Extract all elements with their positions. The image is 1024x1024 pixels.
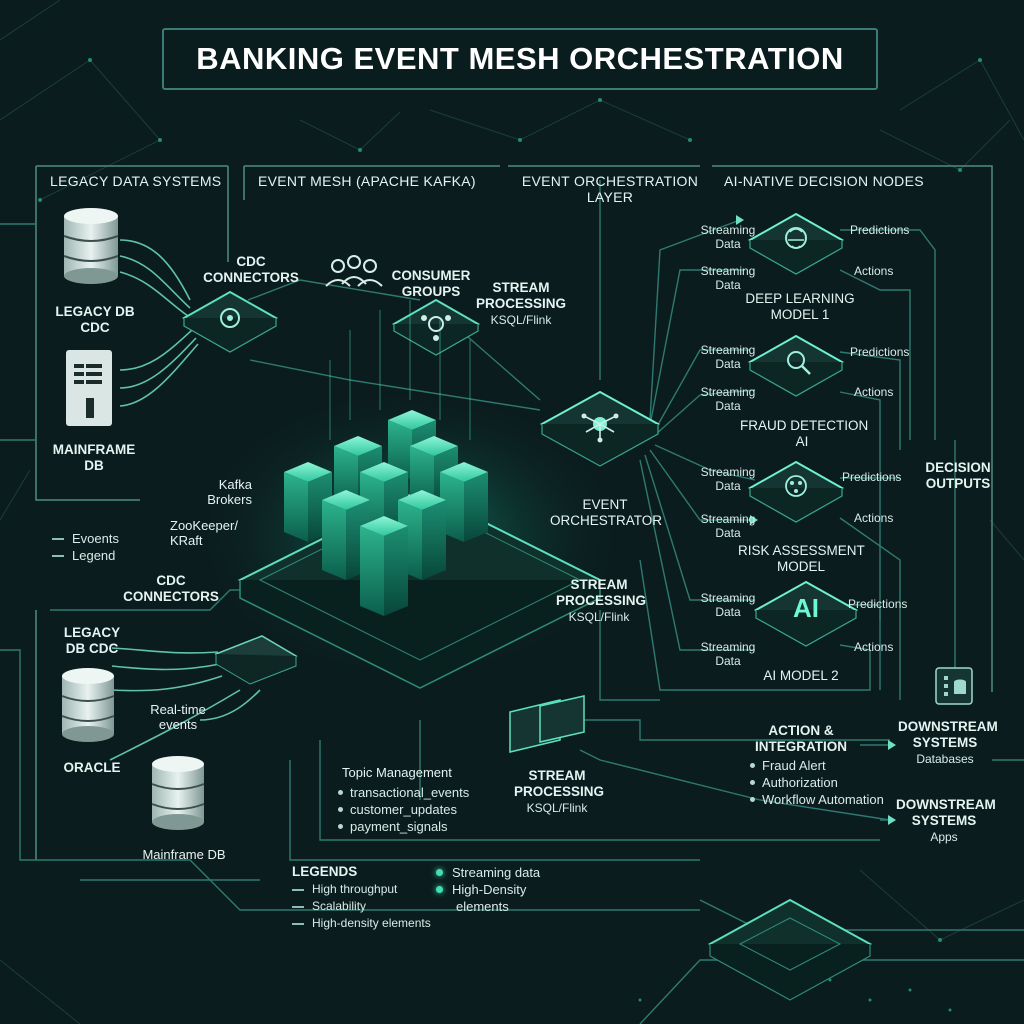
legend-lines: High throughput Scalability High-density… <box>292 881 431 932</box>
topic-list: transactional_events customer_updates pa… <box>338 784 469 835</box>
cdc-connector-chip <box>181 290 279 353</box>
downstream-db-icon <box>935 667 973 705</box>
ai-model-chip-3 <box>747 460 845 523</box>
legacy-db-cdc-label: LEGACY DB CDC <box>63 625 121 656</box>
stream-processing-top-label: STREAM PROCESSING KSQL/Flink <box>476 280 567 328</box>
ai-model-chip-4 <box>753 580 859 647</box>
action-item: Workflow Automation <box>750 791 884 808</box>
mainframe-icon <box>66 350 112 426</box>
model-2-output-2: Actions <box>854 385 894 399</box>
decision-outputs-label: DECISION OUTPUTS <box>925 460 991 491</box>
mainframe-db-icon <box>151 756 205 830</box>
action-list: Fraud Alert Authorization Workflow Autom… <box>750 757 884 808</box>
model-4-output-2: Actions <box>854 640 894 654</box>
broker-cubes <box>284 410 488 616</box>
consumer-groups-label: CONSUMER GROUPS <box>391 268 471 299</box>
model-3-output-1: Predictions <box>842 470 902 484</box>
action-item: Authorization <box>750 774 884 791</box>
consumer-chip <box>391 298 481 356</box>
section-frames <box>35 165 993 860</box>
event-orchestrator-label: EVENT ORCHESTRATOR <box>550 497 663 528</box>
section-ai-nodes: AI-NATIVE DECISION NODES <box>724 173 924 189</box>
stream-processing-mid-label: STREAM PROCESSING KSQL/Flink <box>556 577 647 625</box>
mainframe-label: MAINFRAME DB <box>52 442 136 473</box>
ai-model-chip-2 <box>747 334 845 397</box>
model-2-output-1: Predictions <box>850 345 910 359</box>
topic-item: transactional_events <box>338 784 469 801</box>
model-1-output-1: Predictions <box>850 223 910 237</box>
topic-item: payment_signals <box>338 818 469 835</box>
cdc-connectors-bottom-label: CDC CONNECTORS <box>123 573 219 604</box>
kafka-brokers-label: Kafka Brokers <box>207 477 252 507</box>
bottom-chip <box>707 898 873 1001</box>
section-orchestration: EVENT ORCHESTRATION LAYER <box>521 173 699 206</box>
zookeeper-label: ZooKeeper/ KRaft <box>170 518 238 548</box>
legend-dots: Streaming data High-Density elements <box>436 864 540 915</box>
realtime-events-label: Real-time events <box>150 702 206 732</box>
flow-arrows <box>109 239 261 761</box>
legacy-db-label: LEGACY DB CDC <box>55 304 135 335</box>
page-title: BANKING EVENT MESH ORCHESTRATION <box>196 41 844 76</box>
downstream-apps-label: DOWNSTREAM SYSTEMS Apps <box>896 797 996 845</box>
ai-model-chip-1 <box>747 212 845 275</box>
model-4-output-1: Predictions <box>848 597 908 611</box>
model-4-name: AI MODEL 2 <box>763 668 839 683</box>
arrow-heads <box>736 215 896 825</box>
ai-chip-icon: AI <box>793 593 819 623</box>
oracle-db-icon <box>61 668 115 742</box>
consumer-groups-icon <box>325 255 383 287</box>
section-mesh: EVENT MESH (APACHE KAFKA) <box>258 173 476 189</box>
model-3-output-2: Actions <box>854 511 894 525</box>
title-banner: BANKING EVENT MESH ORCHESTRATION <box>162 28 878 90</box>
section-legacy: LEGACY DATA SYSTEMS <box>50 173 222 189</box>
topic-management-title: Topic Management <box>342 765 452 780</box>
stream-panels <box>509 695 585 753</box>
downstream-databases-label: DOWNSTREAM SYSTEMS Databases <box>898 719 998 767</box>
stream-processing-bottom-label: STREAM PROCESSING KSQL/Flink <box>514 768 605 816</box>
model-1-output-2: Actions <box>854 264 894 278</box>
action-item: Fraud Alert <box>750 757 884 774</box>
legacy-db-icon <box>63 208 119 284</box>
legends-title: LEGENDS <box>292 864 358 879</box>
topic-item: customer_updates <box>338 801 469 818</box>
mainframe-db-label: Mainframe DB <box>142 847 226 862</box>
cdc-connectors-top-label: CDC CONNECTORS <box>203 254 299 285</box>
action-integration-title: ACTION & INTEGRATION <box>755 723 847 754</box>
oracle-label: ORACLE <box>63 760 121 775</box>
mini-legend: Evoents Legend <box>52 530 119 564</box>
kafka-cluster <box>190 300 630 689</box>
cdc-connector-bar <box>214 635 298 685</box>
background-dots <box>38 58 982 1012</box>
